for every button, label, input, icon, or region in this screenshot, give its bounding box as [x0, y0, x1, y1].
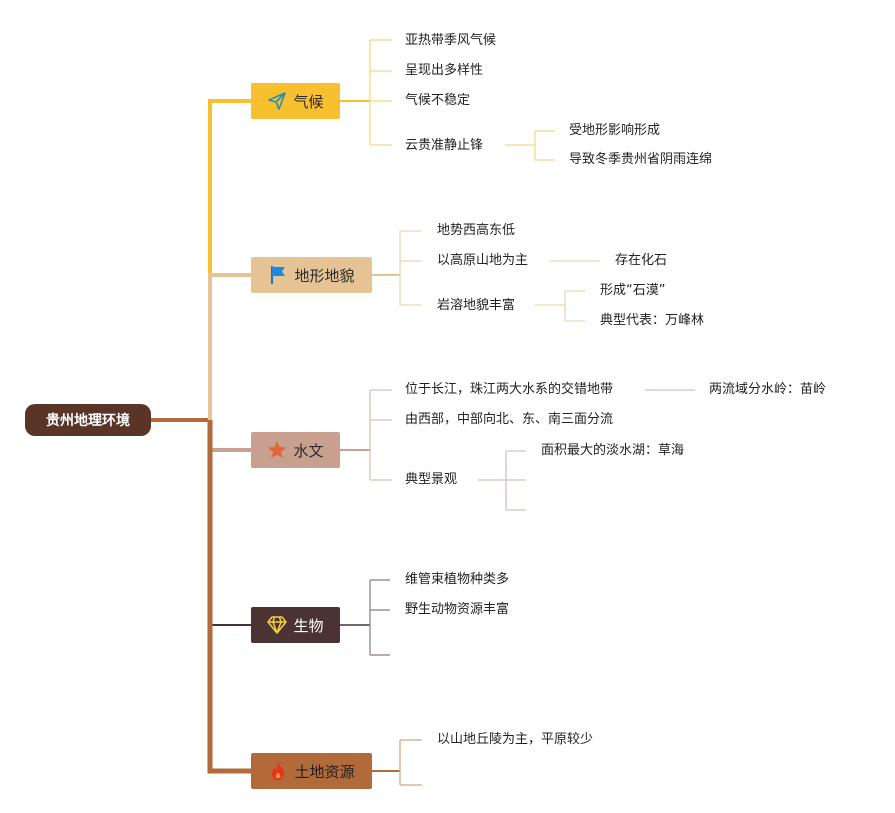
bio-item[interactable]: 维管束植物种类多 — [405, 572, 510, 587]
branch-terrain-label: 地形地貌 — [294, 266, 355, 285]
climate-item[interactable]: 气候不稳定 — [405, 93, 471, 108]
climate-item[interactable]: 云贵准静止锋 — [405, 138, 484, 153]
branch-water-label: 水文 — [293, 441, 324, 460]
water-subitem[interactable]: 两流域分水岭：苗岭 — [709, 382, 827, 397]
fire-icon — [268, 761, 288, 781]
water-item[interactable]: 位于长江，珠江两大水系的交错地带 — [405, 382, 614, 397]
terrain-item[interactable]: 以高原山地为主 — [437, 253, 529, 268]
bio-item[interactable]: 野生动物资源丰富 — [405, 602, 510, 617]
branch-land-label: 土地资源 — [294, 762, 355, 781]
branch-terrain[interactable]: 地形地貌 — [251, 257, 372, 293]
climate-subitem[interactable]: 导致冬季贵州省阴雨连绵 — [569, 152, 713, 167]
water-item[interactable]: 由西部，中部向北、东、南三面分流 — [405, 412, 614, 427]
climate-item[interactable]: 呈现出多样性 — [405, 63, 484, 78]
branch-climate-label: 气候 — [293, 92, 324, 111]
flag-icon — [268, 265, 288, 285]
branch-water[interactable]: 水文 — [251, 432, 340, 468]
star-icon — [267, 440, 287, 460]
water-subitem[interactable]: 面积最大的淡水湖：草海 — [541, 443, 685, 458]
climate-subitem[interactable]: 受地形影响形成 — [569, 123, 661, 138]
paper-plane-icon — [267, 91, 287, 111]
terrain-subitem[interactable]: 典型代表：万峰林 — [600, 313, 705, 328]
terrain-subitem[interactable]: 形成“石漠” — [600, 283, 666, 298]
branch-climate[interactable]: 气候 — [251, 83, 340, 119]
climate-item[interactable]: 亚热带季风气候 — [405, 33, 497, 48]
terrain-item[interactable]: 地势西高东低 — [437, 223, 516, 238]
land-item[interactable]: 以山地丘陵为主，平原较少 — [437, 732, 594, 747]
water-item[interactable]: 典型景观 — [405, 472, 458, 487]
terrain-item[interactable]: 岩溶地貌丰富 — [437, 298, 516, 313]
branch-bio-label: 生物 — [293, 616, 324, 635]
diamond-icon — [267, 615, 288, 635]
terrain-subitem[interactable]: 存在化石 — [615, 253, 668, 268]
root-node[interactable]: 贵州地理环境 — [25, 404, 151, 436]
branch-land[interactable]: 土地资源 — [251, 753, 372, 789]
branch-bio[interactable]: 生物 — [251, 607, 340, 643]
